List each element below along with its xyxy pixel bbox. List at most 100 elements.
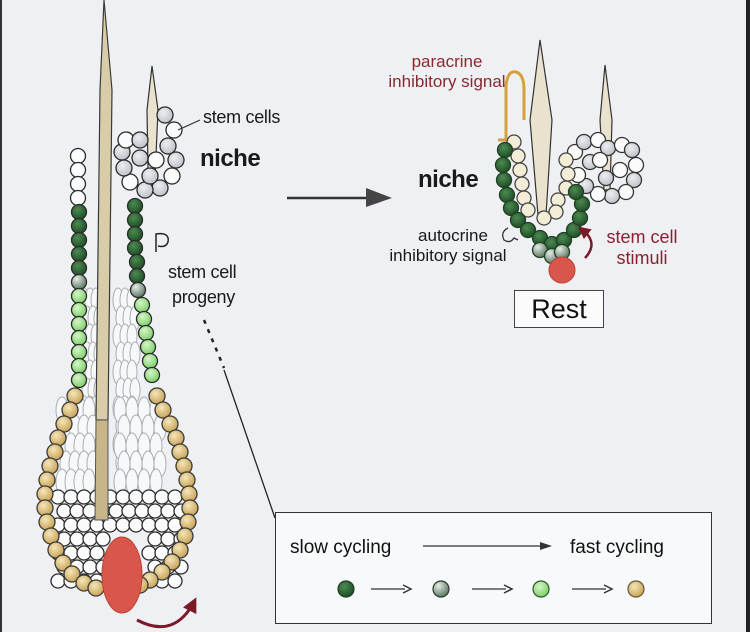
stem-cell-stimuli-label: stem cell stimuli (596, 228, 688, 267)
matrix-cell (89, 545, 105, 561)
outer-sheath-cell (139, 338, 157, 356)
resting-green-cell (509, 211, 527, 229)
resting-niche-cell (589, 185, 607, 203)
hair-shaft-lower (94, 419, 109, 521)
autocrine-label-line2: inhibitory signal (389, 246, 507, 266)
matrix-cell (167, 573, 183, 589)
matrix-cell (154, 489, 170, 505)
resting-tan-cell (512, 162, 528, 178)
matrix-cell (76, 545, 92, 561)
resting-niche-cell (575, 133, 593, 151)
outer-sheath-cell (70, 371, 88, 389)
matrix-cell (56, 503, 72, 519)
bulb-cell (179, 513, 197, 531)
resting-tan-cell (558, 152, 574, 168)
resting-green-cell (494, 156, 512, 174)
bottom-stimuli-arrow (136, 597, 197, 629)
stem-cells-pointer (177, 119, 201, 131)
dermal-papilla (101, 536, 143, 614)
resting-green-cell (567, 183, 585, 201)
callout-dashed (202, 319, 226, 369)
matrix-cell (63, 517, 79, 533)
outer-sheath-cell (128, 253, 146, 271)
autocrine-label-line1: autocrine (418, 226, 488, 245)
matrix-cell (121, 503, 137, 519)
niche-cell (147, 151, 165, 169)
resting-tan-cell (510, 148, 526, 164)
matrix-cell (128, 489, 144, 505)
resting-green-cell (496, 141, 514, 159)
outer-sheath-cell (70, 273, 88, 291)
niche-label-left: niche (200, 145, 261, 172)
outer-sheath-cell (128, 267, 146, 285)
outer-sheath-cell (135, 310, 153, 328)
matrix-cell (141, 545, 157, 561)
resting-tan-cell (536, 210, 552, 226)
niche-cell (141, 167, 159, 185)
matrix-cell (147, 503, 163, 519)
matrix-cell (141, 489, 157, 505)
matrix-cell (115, 489, 131, 505)
matrix-cell (69, 531, 85, 547)
outer-root-sheath-cells (36, 106, 199, 597)
bulb-cell (154, 401, 172, 419)
bulb-cell (49, 429, 67, 447)
callout-line (223, 369, 276, 519)
transition-arrow-head (366, 188, 392, 207)
outer-sheath-cell (69, 161, 87, 179)
niche-cell (163, 167, 181, 185)
resting-follicle (494, 39, 645, 284)
outer-sheath-cell (126, 197, 144, 215)
resting-tan-cell (560, 166, 576, 182)
resting-niche-cell (597, 169, 615, 187)
matrix-cell (128, 517, 144, 533)
stem-cells-label: stem cells (203, 107, 281, 127)
outer-sheath-cell (133, 296, 151, 314)
matrix-cell (76, 489, 92, 505)
matrix-cell (69, 503, 85, 519)
resting-dermal-papilla (548, 256, 576, 284)
resting-green-cell (495, 171, 513, 189)
resting-tan-cell (514, 176, 530, 192)
outer-sheath-cell (126, 225, 144, 243)
outer-sheath-cell (70, 343, 88, 361)
left-border (0, 0, 2, 632)
matrix-cell (134, 503, 150, 519)
stem-cell-stimuli-arrow (578, 226, 593, 259)
matrix-cell (82, 559, 98, 575)
niche-cell (156, 106, 174, 124)
autocrine-signal-label: autocrine inhibitory signal (368, 226, 528, 267)
progeny-pointer (155, 232, 169, 252)
niche-cell (131, 131, 149, 149)
matrix-cell (154, 517, 170, 533)
growing-follicle (36, 0, 276, 629)
outer-sheath-cell (69, 189, 87, 207)
outer-sheath-cell (70, 315, 88, 333)
outer-sheath-cell (70, 287, 88, 305)
paracrine-label-line1: paracrine (411, 52, 483, 71)
bulb-cell (171, 541, 189, 559)
matrix-cell (160, 531, 176, 547)
resting-niche-cell (611, 161, 629, 179)
rest-phase-box: Rest (514, 290, 604, 328)
matrix-cell (115, 517, 131, 533)
autocrine-curl (502, 227, 519, 243)
resting-follicle-cells (494, 131, 645, 265)
resting-niche-cell (625, 171, 643, 189)
legend-fast-cycling: fast cycling (570, 537, 664, 558)
outer-sheath-cell (143, 366, 161, 384)
matrix-cell (50, 573, 66, 589)
niche-label-right: niche (418, 166, 479, 193)
stimuli-label-line2: stimuli (616, 248, 668, 268)
outer-sheath-cell (137, 324, 155, 342)
matrix-cell (160, 503, 176, 519)
resting-niche-cell (627, 156, 645, 174)
matrix-cell (167, 489, 183, 505)
outer-sheath-cell (69, 147, 87, 165)
club-hair-large (529, 39, 553, 216)
resting-green-cell (571, 209, 589, 227)
outer-sheath-cell (129, 281, 147, 299)
cycling-legend: slow cycling fast cycling (275, 512, 712, 624)
niche-cell (159, 137, 177, 155)
stem-cell-progeny-label-line2: progeny (172, 287, 235, 307)
